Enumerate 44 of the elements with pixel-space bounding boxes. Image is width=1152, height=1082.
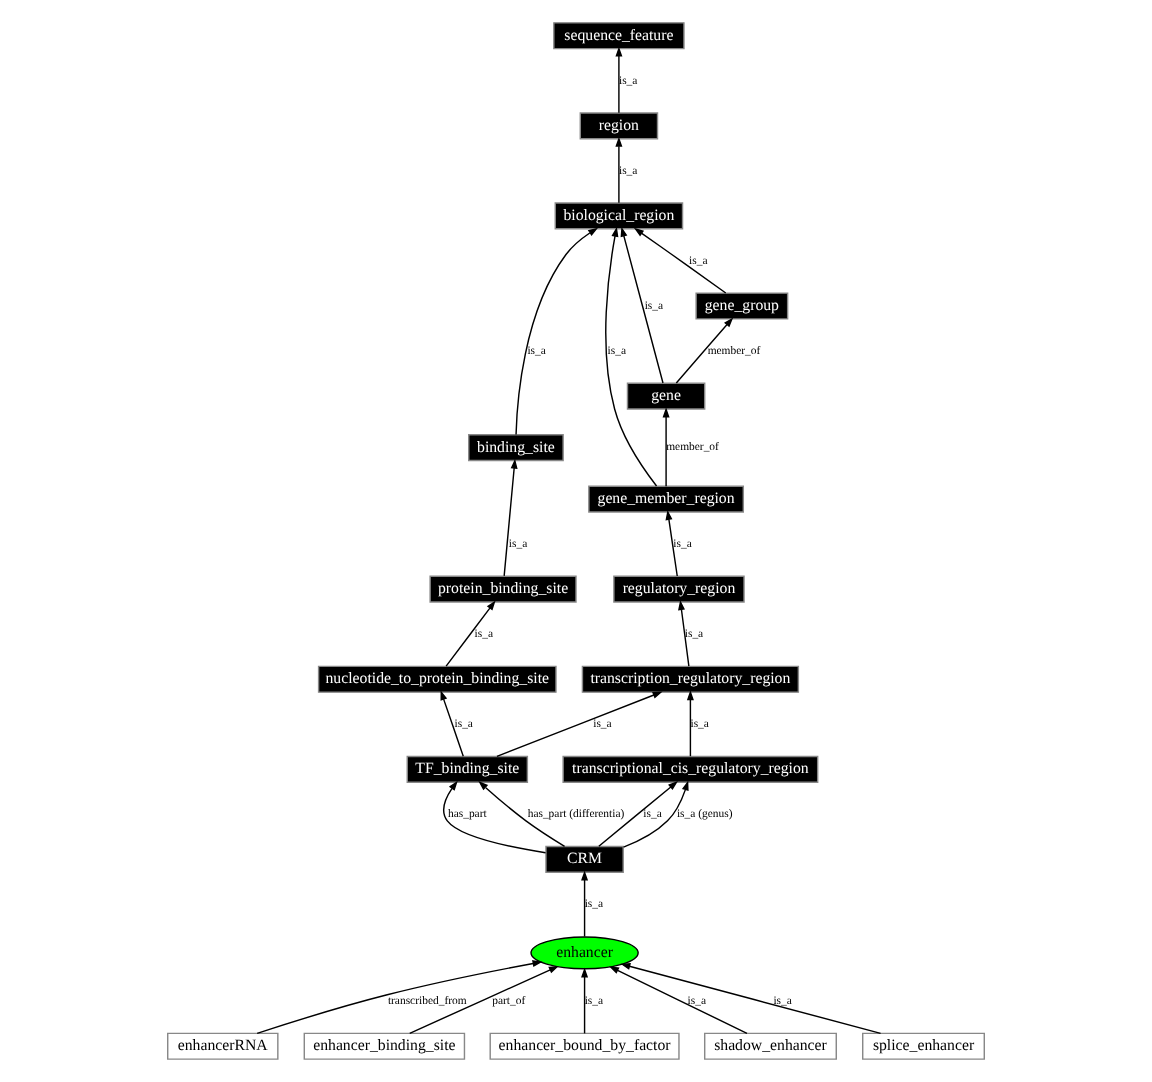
arrow bbox=[445, 600, 496, 667]
arrow bbox=[620, 963, 882, 1035]
arrow bbox=[581, 967, 589, 1035]
arrow bbox=[662, 407, 670, 487]
arrow bbox=[633, 227, 727, 294]
arrow bbox=[440, 690, 464, 757]
arrow bbox=[478, 781, 566, 848]
node-box: shadow_enhancer bbox=[704, 1032, 837, 1060]
node-box: transcriptional_cis_regulatory_region bbox=[562, 755, 819, 783]
node-box: TF_binding_site bbox=[406, 755, 529, 783]
arrow bbox=[598, 781, 679, 847]
arrow bbox=[615, 136, 623, 204]
node-box: enhancer_binding_site bbox=[303, 1032, 466, 1060]
arrow bbox=[605, 226, 658, 487]
node-box: sequence_feature bbox=[553, 22, 685, 50]
arrow bbox=[665, 509, 678, 577]
arrow bbox=[620, 226, 664, 384]
node-box: gene bbox=[626, 382, 706, 410]
node-box: biological_region bbox=[554, 202, 684, 230]
arrow bbox=[686, 690, 694, 757]
node-box: nucleotide_to_protein_binding_site bbox=[317, 665, 557, 693]
arrow bbox=[678, 600, 690, 667]
node-box: transcription_regulatory_region bbox=[581, 665, 800, 693]
arrow bbox=[608, 966, 748, 1035]
arrow bbox=[496, 691, 663, 758]
node-box: gene_group bbox=[695, 292, 789, 320]
node-box: region bbox=[579, 112, 659, 140]
node-box: enhancer_bound_by_factor bbox=[489, 1032, 680, 1060]
node-box: binding_site bbox=[468, 434, 564, 462]
node-box: CRM bbox=[545, 845, 624, 874]
arrow bbox=[409, 965, 559, 1035]
node-box: splice_enhancer bbox=[862, 1032, 985, 1060]
arrow bbox=[515, 227, 599, 436]
arrow bbox=[581, 870, 589, 938]
node-box: regulatory_region bbox=[613, 575, 745, 603]
arrow bbox=[675, 317, 734, 384]
arrow bbox=[503, 458, 518, 577]
arrow bbox=[256, 960, 543, 1035]
arrow bbox=[615, 46, 623, 114]
arrow bbox=[622, 780, 689, 848]
node-box: gene_member_region bbox=[588, 485, 745, 513]
node-box: enhancerRNA bbox=[167, 1032, 279, 1060]
arrow bbox=[443, 780, 547, 854]
node-box: protein_binding_site bbox=[429, 575, 577, 603]
